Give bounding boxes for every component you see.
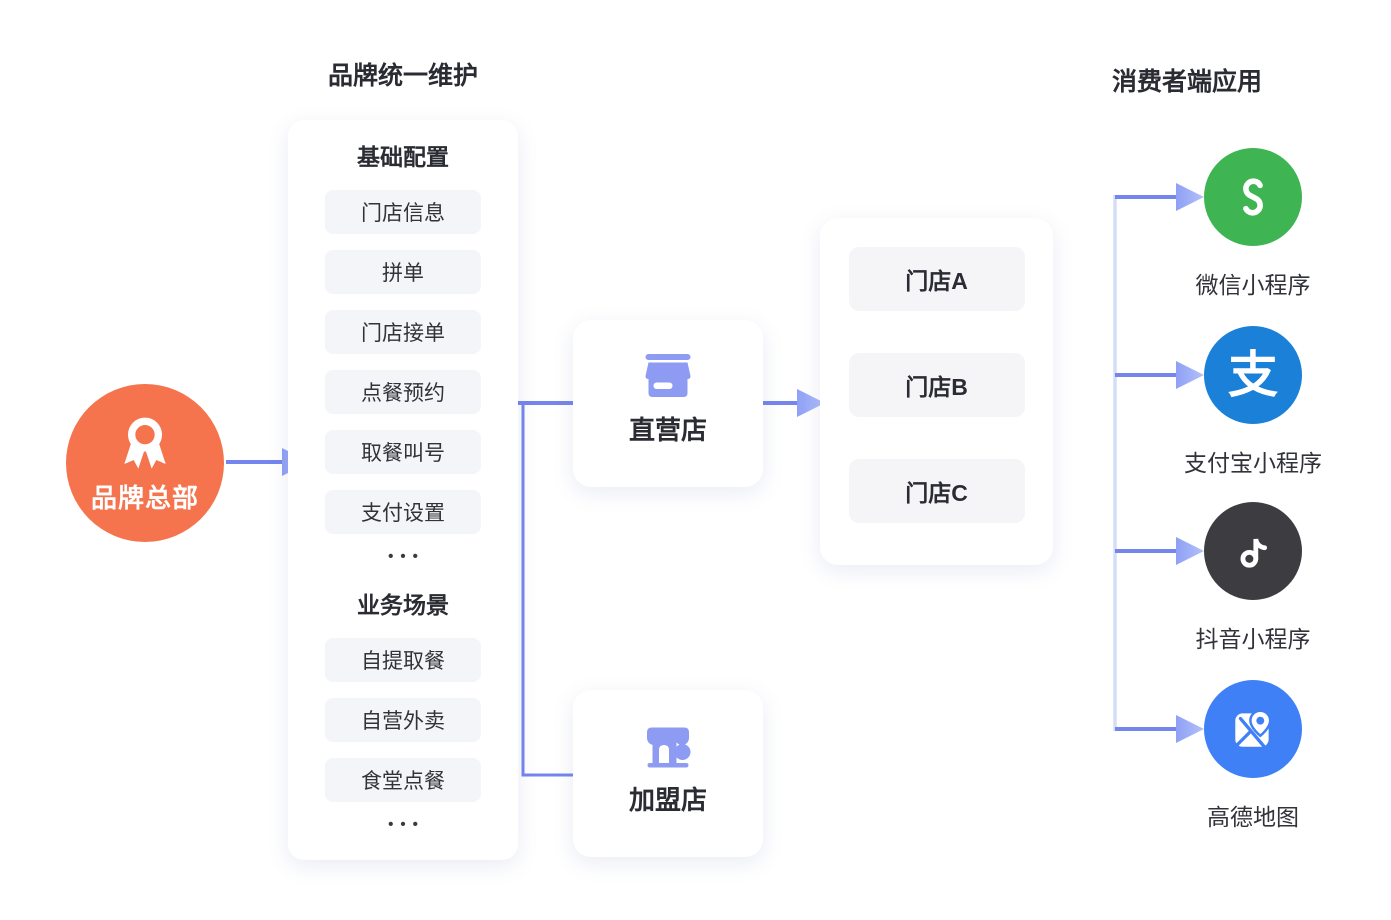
store-item: 门店C <box>848 459 1025 523</box>
scene-item: 食堂点餐 <box>325 758 481 802</box>
maintenance-title: 品牌统一维护 <box>327 62 478 90</box>
app-label: 抖音小程序 <box>1195 626 1311 652</box>
section-header-basic-config: 基础配置 <box>357 144 449 170</box>
ellipsis-more: ••• <box>388 548 425 565</box>
wechat-mini-program-icon <box>1204 148 1302 246</box>
config-item: 拼单 <box>325 250 481 294</box>
douyin-icon <box>1204 502 1302 600</box>
ellipsis-more: ••• <box>388 816 425 833</box>
scene-item: 自营外卖 <box>325 698 481 742</box>
app-alipay-mini-program: 支 支付宝小程序 <box>1153 326 1353 478</box>
franchise-store-icon <box>647 727 691 768</box>
app-douyin-mini-program: 抖音小程序 <box>1153 502 1353 654</box>
config-item: 点餐预约 <box>325 370 481 414</box>
medal-icon <box>124 417 166 469</box>
config-item: 取餐叫号 <box>325 430 481 474</box>
app-wechat-mini-program: 微信小程序 <box>1153 148 1353 300</box>
scene-item: 自提取餐 <box>325 638 481 682</box>
section-header-business-scenes: 业务场景 <box>357 592 449 618</box>
alipay-icon: 支 <box>1204 326 1302 424</box>
amap-icon <box>1204 680 1302 778</box>
store-item: 门店A <box>848 247 1025 311</box>
store-item: 门店B <box>848 353 1025 417</box>
app-label: 微信小程序 <box>1195 272 1311 298</box>
app-label: 支付宝小程序 <box>1184 450 1322 476</box>
franchise-store-card: 加盟店 <box>573 690 763 857</box>
stores-card: 门店A 门店B 门店C <box>820 218 1053 565</box>
config-item: 支付设置 <box>325 490 481 534</box>
config-item: 门店接单 <box>325 310 481 354</box>
app-amap: 高德地图 <box>1153 680 1353 832</box>
maintenance-card: 基础配置 门店信息 拼单 门店接单 点餐预约 取餐叫号 支付设置 ••• 业务场… <box>288 120 518 860</box>
consumer-apps-title: 消费者端应用 <box>1112 68 1263 96</box>
brand-hq-label: 品牌总部 <box>90 482 199 513</box>
direct-store-label: 直营店 <box>628 415 707 445</box>
app-label: 高德地图 <box>1207 804 1299 830</box>
brand-hq-node: 品牌总部 <box>66 384 224 542</box>
direct-store-icon <box>645 354 691 397</box>
direct-store-card: 直营店 <box>573 320 763 487</box>
config-item: 门店信息 <box>325 190 481 234</box>
alipay-glyph: 支 <box>1228 347 1278 403</box>
franchise-store-label: 加盟店 <box>628 785 707 815</box>
